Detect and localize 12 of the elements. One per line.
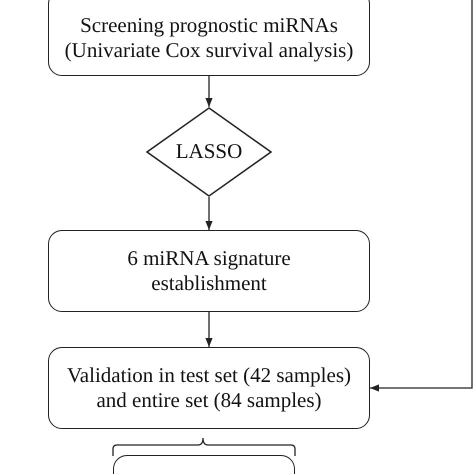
process-box [48, 347, 370, 429]
process-box [48, 230, 370, 312]
arrow [205, 312, 213, 347]
arrow [370, 0, 473, 392]
node-text: LASSO [176, 139, 242, 165]
node-text: Validation in test set (42 samples) and entire set (84 samples) [66, 362, 352, 414]
process-box [48, 0, 370, 76]
decision-diamond [146, 107, 272, 197]
node-text: 6 miRNA signature establishment [126, 246, 292, 296]
node-text: Screening prognostic miRNAs (Univariate Cox survival analysis) [64, 12, 354, 64]
arrow [205, 76, 213, 107]
arrow [205, 197, 213, 230]
